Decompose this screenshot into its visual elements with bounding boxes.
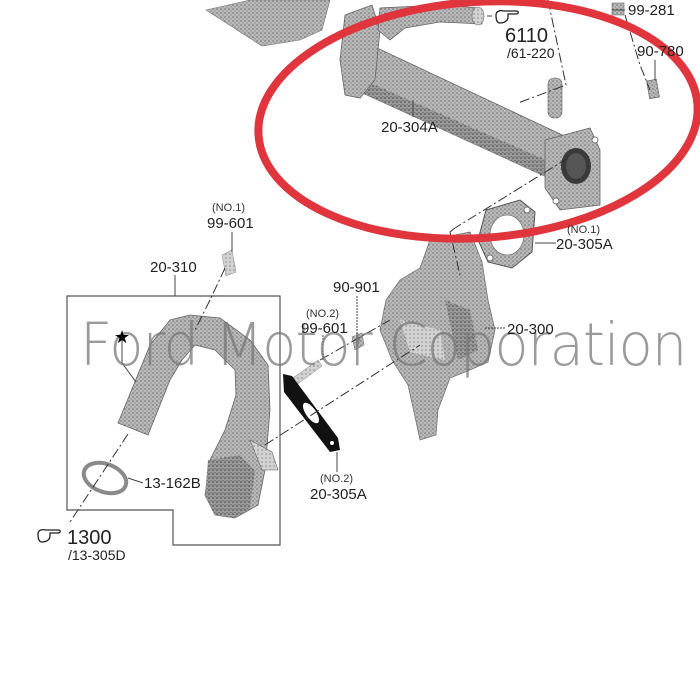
label-99-281: 99-281 (628, 2, 675, 19)
bolt-90-780 (646, 78, 660, 100)
leader-lines (121, 9, 656, 484)
label-13-305D: /13-305D (68, 547, 126, 563)
label-13-162B: 13-162B (144, 475, 201, 492)
label-61-220: /61-220 (507, 45, 555, 61)
group-box-20-310 (66, 295, 281, 546)
centre-lines (69, 0, 651, 523)
label-20-305A-no1: 20-305A (556, 236, 613, 253)
stud-99-601-no1 (221, 249, 237, 277)
label-20-310: 20-310 (150, 259, 197, 276)
pointing-hand-icon (37, 528, 61, 543)
label-no1-gasket: (NO.1) (567, 224, 600, 236)
label-99-601-no1: 99-601 (207, 215, 254, 232)
egr-cooler-20-304A (339, 4, 601, 211)
highlight-ellipse (254, 0, 700, 243)
label-90-780: 90-780 (637, 43, 684, 60)
water-housing-20-300 (379, 231, 496, 441)
o-ring-13-162B (81, 460, 129, 496)
label-99-601-no2: 99-601 (301, 320, 348, 337)
label-no2-stud: (NO.2) (306, 308, 339, 320)
label-1300: 1300 (67, 527, 112, 549)
partial-engine-part (205, 0, 331, 47)
label-20-304A: 20-304A (381, 119, 438, 136)
label-6110: 6110 (505, 25, 549, 47)
label-20-305A-no2: 20-305A (310, 486, 367, 503)
label-20-300: 20-300 (507, 321, 554, 338)
bolt-99-281 (611, 2, 625, 16)
bolt-90-901 (351, 332, 365, 351)
label-no1-stud: (NO.1) (212, 202, 245, 214)
star-icon: ★ (114, 327, 131, 347)
label-no2-gasket: (NO.2) (320, 473, 353, 485)
pointing-hand-icon (495, 9, 519, 24)
watermark-text: Ford Motor Coporation (80, 311, 687, 380)
gasket-20-305A-no2 (283, 374, 340, 452)
label-90-901: 90-901 (333, 279, 380, 296)
water-pipe-20-310 (117, 314, 279, 519)
